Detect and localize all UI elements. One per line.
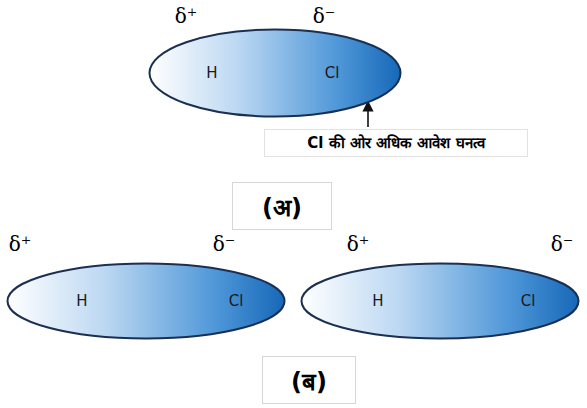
electron-cloud [302,264,579,339]
ellipse-outline [148,28,402,118]
annotation-note: Cl की ओर अधिक आवेश घनत्व [264,129,528,157]
atom-symbol: H [372,292,383,310]
atom-symbol: Cl [229,292,244,310]
atom-symbol: H [76,292,87,310]
ellipse-outline [300,262,580,340]
atom-symbol: Cl [325,64,340,82]
molecule-ellipse: H Cl [6,262,286,340]
electron-cloud [150,30,401,117]
atom-symbol: H [206,64,217,82]
partial-charge: δ⁻ [313,4,336,28]
partial-charge: δ⁺ [9,232,32,256]
caption-box: (अ) [232,182,332,230]
partial-charge: δ⁺ [347,232,370,256]
partial-charge: δ⁻ [551,232,574,256]
figure-caption: (अ) [262,190,302,223]
molecule-ellipse: H Cl [148,28,402,118]
leader-arrow [367,106,369,127]
caption-box: (ब) [262,356,356,404]
atom-symbol: Cl [521,292,536,310]
ellipse-outline [6,262,286,340]
figure-caption: (ब) [291,364,327,397]
partial-charge: δ⁻ [213,232,236,256]
partial-charge: δ⁺ [175,4,198,28]
electron-cloud [8,264,285,339]
molecule-ellipse: H Cl [300,262,580,340]
